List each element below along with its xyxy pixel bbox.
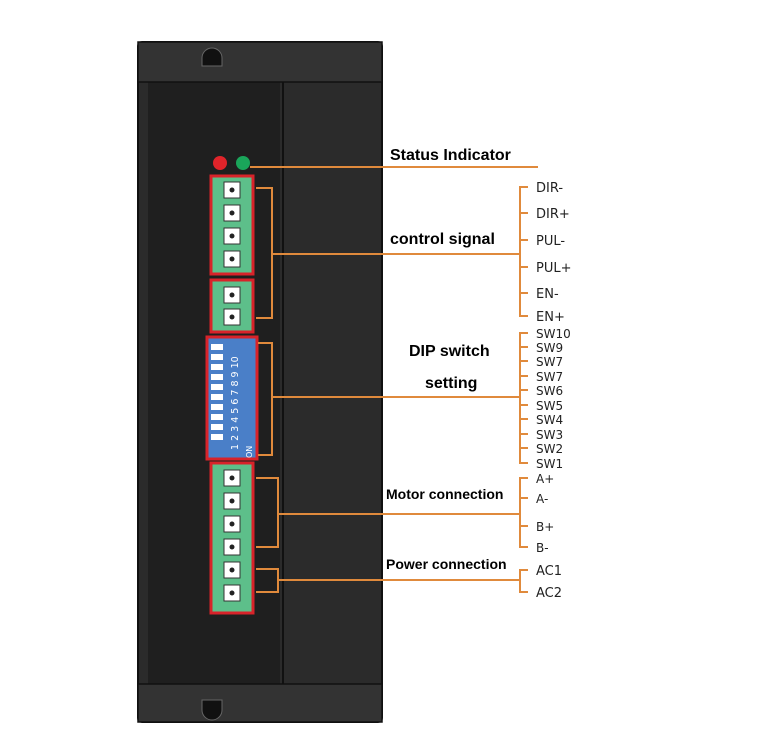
driver-housing — [137, 41, 383, 723]
pin-label: SW2 — [536, 442, 563, 456]
pin-label: EN- — [536, 287, 559, 302]
pin-label: DIR+ — [536, 207, 570, 222]
pin-label: SW1 — [536, 457, 563, 471]
control-terminal-block — [209, 174, 255, 276]
pin-label: PUL+ — [536, 261, 572, 276]
dip-switch-on: ON — [245, 446, 254, 458]
pin-label: B+ — [536, 520, 554, 534]
enable-terminal-block — [209, 278, 255, 334]
pin-label: SW4 — [536, 413, 563, 427]
pin-label: B- — [536, 541, 549, 555]
pin-label: SW10 — [536, 327, 571, 341]
dip-pin-labels: SW10 SW9 SW7 SW7 SW6 SW5 SW4 SW3 SW2 SW1 — [536, 327, 571, 471]
control-pin-labels: DIR- DIR+ PUL- PUL+ EN- EN+ — [536, 181, 572, 325]
leader-lines — [250, 166, 538, 593]
pin-label: SW7 — [536, 355, 563, 369]
motor-pin-labels: A+ A- B+ B- — [536, 472, 554, 555]
dip-switch-label-line1: DIP switch — [409, 343, 490, 360]
pin-label: SW9 — [536, 341, 563, 355]
motor-connection-label: Motor connection — [386, 486, 503, 502]
pin-label: SW6 — [536, 384, 563, 398]
pin-label: EN+ — [536, 310, 565, 325]
pin-label: SW7 — [536, 370, 563, 384]
power-pin-labels: AC1 AC2 — [536, 564, 562, 601]
status-indicator-label: Status Indicator — [390, 147, 511, 164]
pin-label: PUL- — [536, 234, 565, 249]
pin-label: SW5 — [536, 399, 563, 413]
pin-label: AC2 — [536, 586, 562, 601]
pin-label: AC1 — [536, 564, 562, 579]
pin-label: A- — [536, 492, 548, 506]
power-connection-label: Power connection — [386, 556, 507, 572]
pin-label: SW3 — [536, 428, 563, 442]
pin-label: DIR- — [536, 181, 563, 196]
red-led-icon — [213, 156, 227, 170]
green-led-icon — [236, 156, 250, 170]
dip-switch: 1 2 3 4 5 6 7 8 9 10 ON — [205, 335, 259, 461]
control-signal-label: control signal — [390, 231, 495, 248]
motor-power-terminal-block — [209, 461, 255, 615]
pin-label: A+ — [536, 472, 554, 486]
dip-switch-label-line2: setting — [425, 375, 477, 392]
dip-switch-numbers: 1 2 3 4 5 6 7 8 9 10 — [230, 356, 241, 450]
